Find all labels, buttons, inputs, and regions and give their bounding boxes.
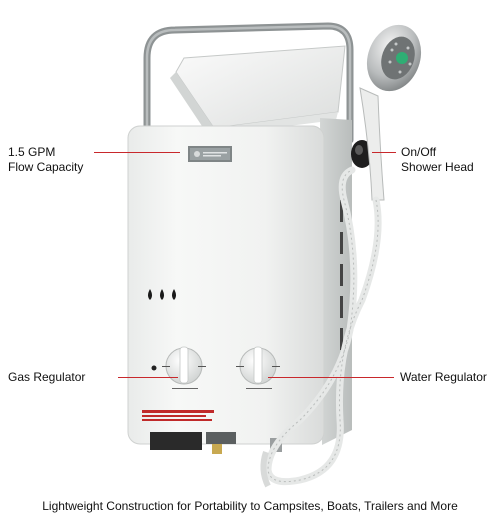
on-off-leader (372, 152, 396, 153)
warning-sticker (142, 410, 214, 421)
callout-on-off: On/Off Shower Head (401, 145, 474, 175)
product-caption: Lightweight Construction for Portability… (42, 499, 458, 513)
gas-regulator-leader (118, 377, 178, 378)
flow-capacity-value: 1.5 GPM (8, 145, 56, 159)
gas-inlet (212, 444, 222, 454)
brand-badge (188, 146, 232, 162)
heater-body (127, 125, 325, 445)
water-regulator-label: Water Regulator (400, 370, 487, 384)
flow-capacity-leader (94, 152, 180, 153)
water-knob (236, 346, 280, 389)
battery-box (150, 432, 202, 450)
shower-head (359, 24, 422, 201)
callout-flow-capacity: 1.5 GPM Flow Capacity (8, 145, 83, 175)
callout-gas-regulator: Gas Regulator (8, 370, 85, 385)
on-off-label: On/Off (401, 145, 437, 159)
side-vents (340, 200, 343, 350)
flow-capacity-label: Flow Capacity (8, 160, 84, 174)
exhaust-hood (175, 45, 346, 129)
shower-head-label: Shower Head (401, 160, 474, 174)
water-regulator-leader (268, 377, 394, 378)
callout-water-regulator: Water Regulator (400, 370, 487, 385)
gas-knob (151, 346, 206, 389)
gas-regulator-label: Gas Regulator (8, 370, 86, 384)
water-drop-icons (148, 289, 176, 300)
